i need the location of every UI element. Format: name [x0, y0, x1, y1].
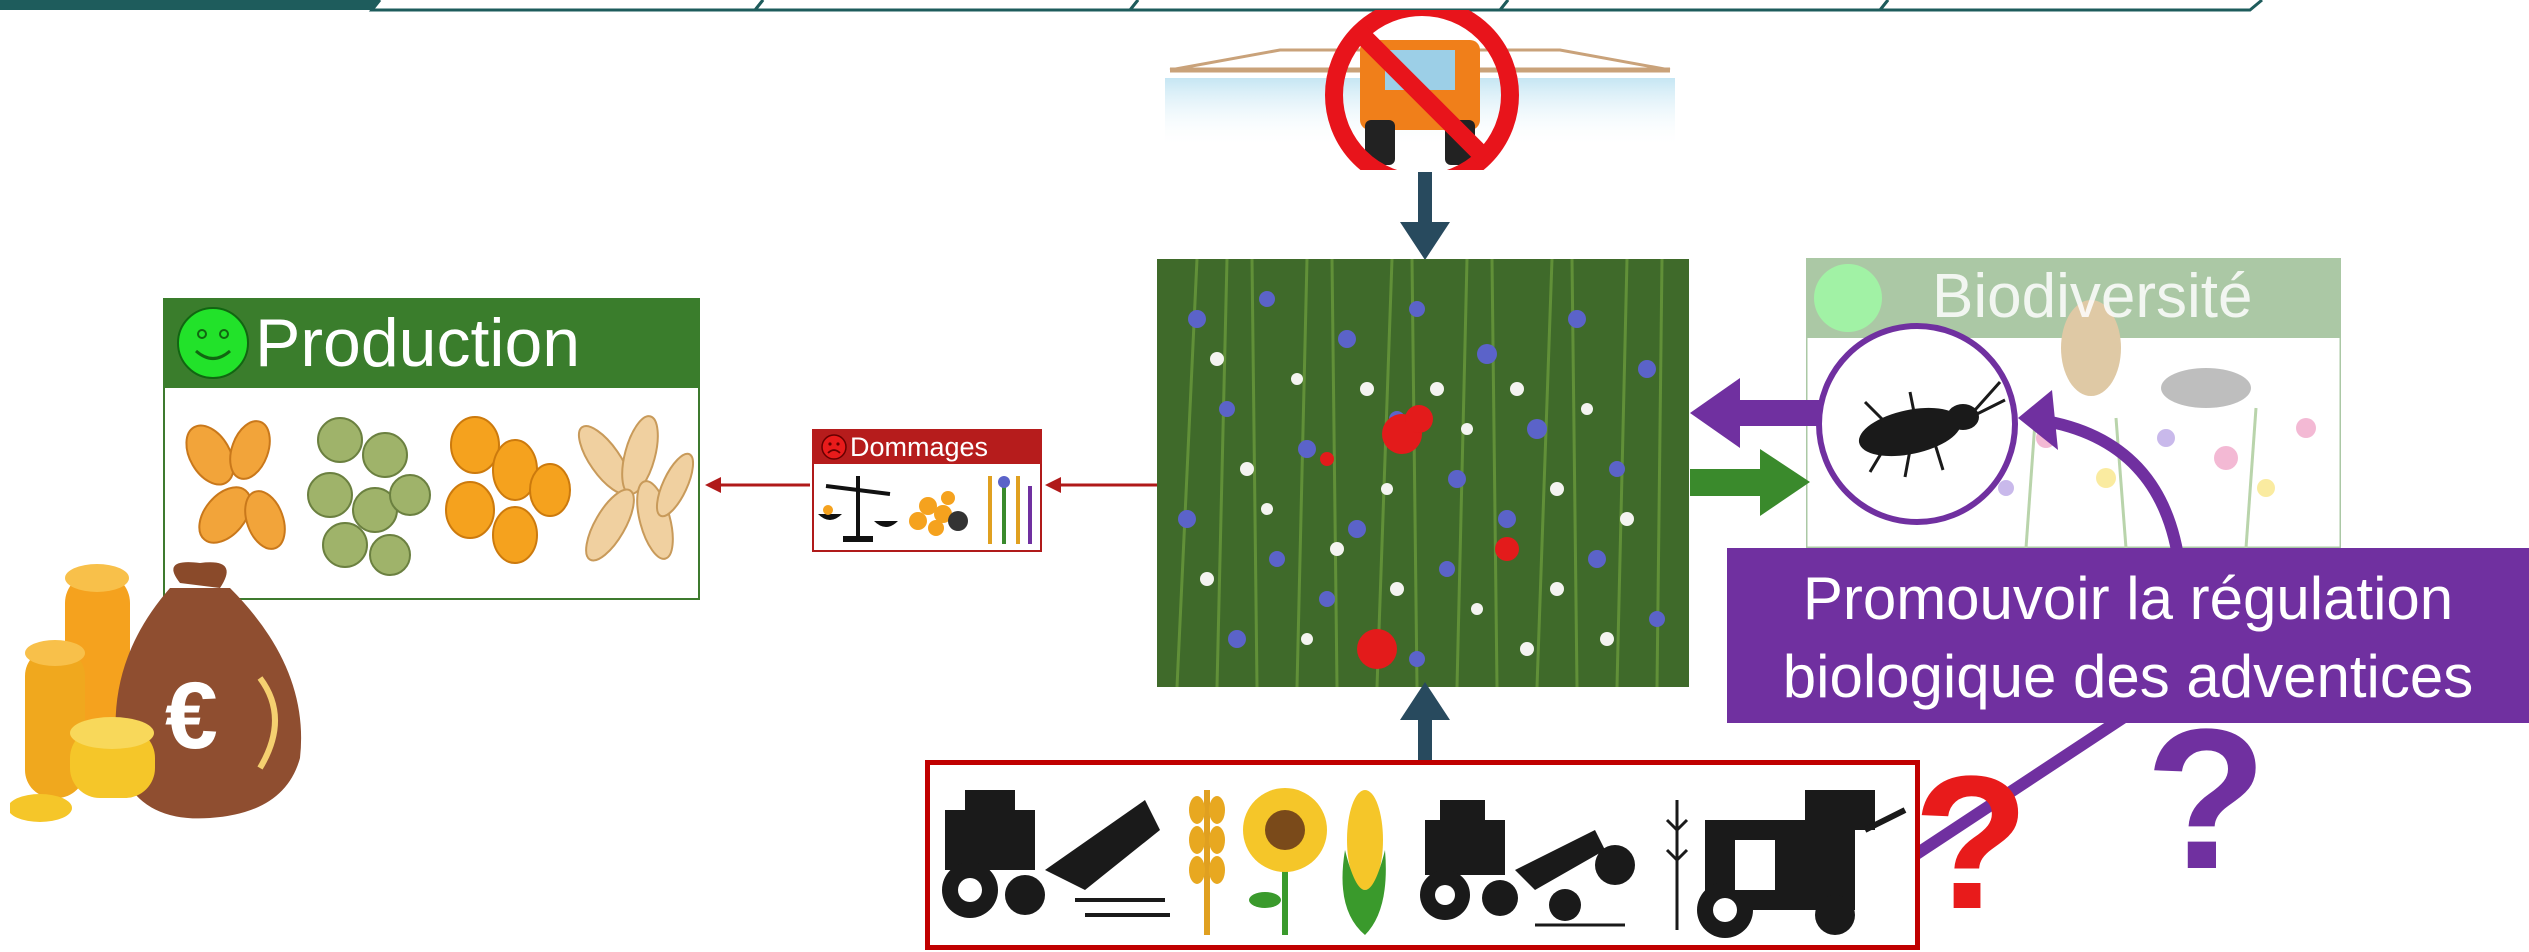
sad-face-icon — [821, 434, 847, 460]
no-spraying-prohibition-icon — [1325, 10, 1519, 170]
pea-seeds — [307, 417, 431, 576]
tab-2[interactable] — [368, 0, 765, 12]
damage-icons — [818, 476, 1032, 544]
question-mark-purple: ? — [2145, 688, 2268, 911]
tab-active[interactable] — [0, 0, 380, 10]
bag-body — [115, 588, 302, 819]
weedy-field-photo — [1157, 259, 1689, 687]
wheat-seeds — [185, 420, 286, 550]
sprayer-prohibited-illustration — [1165, 10, 1675, 170]
wheat-weeds-icon — [988, 476, 1032, 544]
weed-sprig-icon — [1665, 800, 1689, 930]
harrow-tractor-icon — [1420, 800, 1635, 927]
sunflower-icon — [1243, 788, 1327, 935]
arrow-field-to-biodiversity — [1690, 449, 1810, 516]
regulation-text: Promouvoir la régulation biologique des … — [1727, 560, 2529, 716]
plough-tractor-icon — [942, 790, 1170, 918]
farming-practices-icons — [942, 788, 1907, 938]
corn-seeds — [445, 416, 571, 564]
barley-seeds — [577, 415, 695, 562]
bag-top — [173, 562, 227, 588]
seed-pile-icon — [909, 491, 955, 536]
seeds-illustration — [185, 415, 695, 576]
tractor-wheel-left — [1365, 120, 1395, 165]
beetle-faded-icon — [2161, 368, 2251, 408]
damage-title: Dommages — [850, 432, 989, 462]
biodiversity-title: Biodiversité — [1932, 262, 2253, 331]
poppies — [1320, 405, 1519, 669]
chamomile-flowers — [1200, 352, 1634, 656]
tab-3[interactable] — [751, 0, 1140, 12]
wheat-icon — [1189, 790, 1225, 935]
money-bag-euro-icon: € — [10, 562, 302, 822]
tab-5[interactable] — [1496, 0, 1890, 12]
tab-6[interactable] — [1876, 0, 2263, 12]
combine-harvester-icon — [1697, 790, 1907, 938]
corn-icon — [1342, 790, 1386, 935]
arrow-damage-to-production — [705, 477, 810, 493]
top-tab-strip — [0, 0, 2263, 12]
regulation-line-2: biologique des adventices — [1782, 643, 2474, 710]
tab-4[interactable] — [1126, 0, 1510, 12]
regulation-line-1: Promouvoir la régulation — [1802, 565, 2454, 632]
question-mark-red: ? — [1913, 737, 2030, 949]
ground-beetle-icon — [1816, 323, 2018, 525]
arrow-sprayer-to-field — [1400, 172, 1450, 260]
arrow-beetle-to-field — [1690, 378, 1830, 448]
arrow-practices-to-field — [1400, 682, 1450, 764]
arrow-field-to-damage — [1045, 477, 1157, 493]
production-title: Production — [255, 305, 581, 381]
damage-header — [812, 429, 1042, 464]
biodiversity-panel — [1806, 258, 2341, 548]
euro-sign: € — [165, 663, 218, 769]
smiley-face-icon — [177, 307, 249, 379]
regulation-callout — [1727, 548, 2529, 723]
scale-icon — [818, 476, 898, 542]
production-header — [163, 298, 700, 388]
gear-icon — [948, 511, 968, 531]
bee-icon — [2061, 300, 2121, 396]
